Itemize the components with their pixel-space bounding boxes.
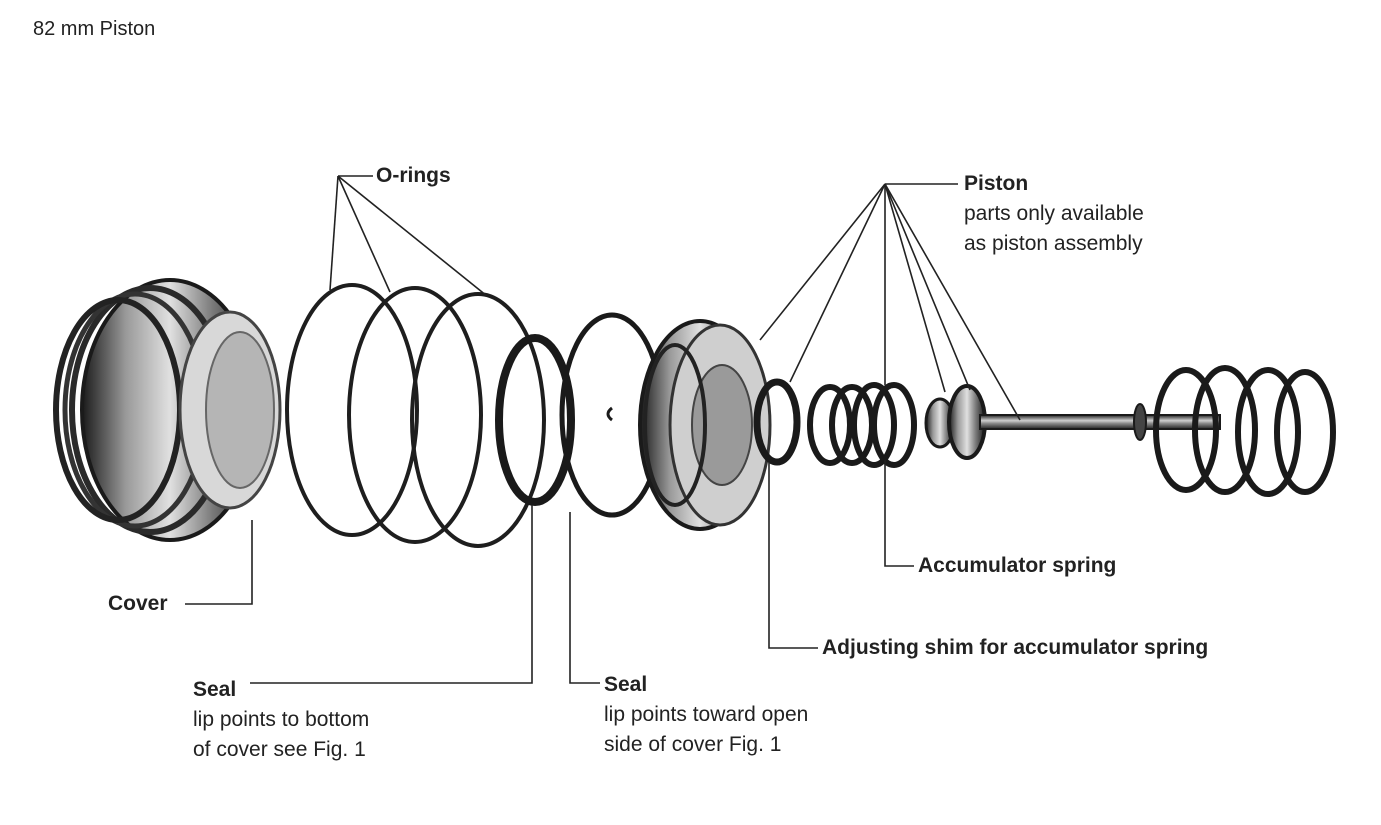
o-rings-label: O-rings — [376, 164, 451, 187]
adjusting-shim-part — [753, 378, 801, 466]
cover-label: Cover — [108, 592, 168, 615]
o-rings-part — [285, 283, 546, 548]
accumulator-spring-label: Accumulator spring — [918, 554, 1117, 577]
o-ring-2 — [347, 286, 483, 544]
leader-lines — [185, 175, 1021, 684]
accumulator-spring-part — [807, 382, 917, 468]
piston-label: Piston parts only available as piston as… — [964, 172, 1144, 255]
piston-body-part — [638, 319, 772, 531]
o-ring-1 — [285, 283, 419, 537]
o-ring-3 — [410, 292, 546, 548]
return-spring-part — [1153, 365, 1336, 497]
seal-left-part — [495, 334, 575, 506]
seal-right-label: Seal lip points toward open side of cove… — [604, 673, 809, 756]
page-title: 82 mm Piston — [33, 18, 156, 40]
seal-left-label: Seal lip points to bottom of cover see F… — [193, 678, 370, 761]
adjusting-shim-label: Adjusting shim for accumulator spring — [822, 636, 1209, 659]
piston-rod-part — [924, 384, 1221, 460]
cover-part — [53, 278, 282, 542]
